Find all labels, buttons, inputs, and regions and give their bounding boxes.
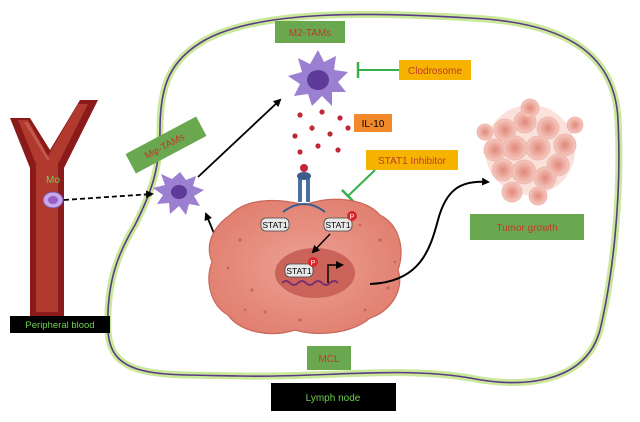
dashed-arrow-mo-to-macrophage (63, 190, 154, 201)
stat1-inhibitor-box (366, 150, 458, 170)
il10-molecules (292, 109, 351, 155)
phospho-right-badge (347, 211, 357, 221)
peripheral-blood-label: Peripheral blood (25, 320, 94, 331)
mo-label: Mo (46, 175, 60, 186)
clodrosome-box (399, 60, 471, 80)
arrow-to-m2-tams (197, 98, 282, 178)
mphi-tams-box (125, 116, 207, 174)
stat1-left-pill (260, 217, 290, 232)
lymph-node-label: Lymph node (306, 393, 361, 404)
stat1-inhibitor-label: STAT1 Inhibitor (378, 156, 447, 167)
m2-tams-label: M2-TAMs (289, 28, 332, 39)
mcl-label: MCL (318, 354, 340, 365)
stat1-inhibitor-line (347, 169, 376, 197)
receptor (282, 164, 326, 213)
il10-box (354, 114, 392, 132)
phospho-nucleus-badge (308, 257, 318, 267)
phospho-nucleus-label: P (311, 260, 316, 267)
stat1-inhibitor-bar (341, 189, 355, 203)
stat1-right-pill (323, 217, 353, 232)
m2-tams-box (275, 21, 345, 43)
blood-vessel (10, 100, 98, 318)
tumor-mass (476, 98, 584, 206)
tumor-growth-label: Tumor growth (496, 223, 557, 234)
arrow-to-tumor-growth (369, 177, 490, 285)
arrow-stat1-to-nucleus (311, 233, 331, 254)
monocyte-cell (42, 191, 64, 209)
stat1-nucleus-pill (284, 263, 314, 278)
mphi-macrophage-cell (153, 172, 204, 215)
il10-label: IL-10 (362, 119, 385, 130)
m2-macrophage-cell (288, 50, 348, 106)
stat1-left-label: STAT1 (262, 220, 287, 230)
stat1-right-label: STAT1 (325, 220, 350, 230)
phospho-right-label: P (350, 214, 355, 221)
tumor-growth-box (470, 214, 584, 240)
clodrosome-label: Clodrosome (408, 66, 462, 77)
stat1-nucleus-label: STAT1 (286, 266, 311, 276)
lymph-node-box (271, 383, 396, 411)
peripheral-blood-box (10, 316, 110, 333)
mcl-box (307, 346, 351, 370)
